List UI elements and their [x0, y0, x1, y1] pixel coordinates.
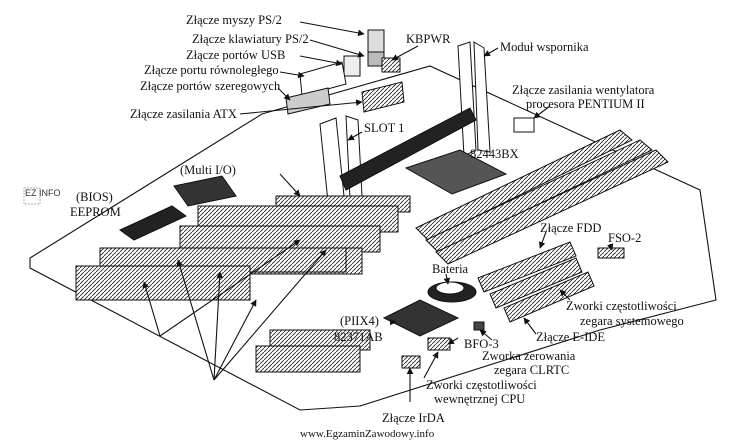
dimm-slots	[415, 129, 669, 265]
label-piix4-2: 82371AB	[334, 330, 383, 344]
label-usb: Złącze portów USB	[186, 48, 285, 62]
label-parallel: Złącze portu równoległego	[144, 63, 279, 77]
label-eide: Złącze E-IDE	[536, 330, 605, 344]
fdd-ide-connectors	[477, 241, 595, 323]
multi-io-chip	[173, 175, 237, 207]
label-bios-2: EEPROM	[70, 205, 121, 219]
slot1-bracket-module	[319, 41, 491, 203]
leader-lines	[142, 21, 614, 402]
bios-eeprom-chip	[119, 205, 187, 241]
label-chipset: 82443BX	[470, 147, 519, 161]
label-bios-1: (BIOS)	[76, 190, 113, 204]
chipset-82443bx	[404, 149, 508, 195]
label-clrtc-2: zegara CLRTC	[494, 363, 569, 377]
watermark-logo: EZ INFO	[23, 187, 61, 205]
fso2-jumper	[597, 247, 625, 259]
label-irda: Złącze IrDA	[382, 411, 445, 425]
expansion-slots	[75, 195, 411, 373]
label-bracket: Moduł wspornika	[500, 40, 589, 54]
footer-url: www.EgzaminZawodowy.info	[300, 428, 435, 440]
label-keyboard-ps2: Złącze klawiatury PS/2	[192, 32, 309, 46]
bfo3-jumper	[427, 337, 451, 351]
watermark-mark: EZ INFO	[25, 188, 61, 198]
label-cpu-clock-2: wewnętrznej CPU	[434, 392, 525, 406]
label-atx-power: Złącze zasilania ATX	[130, 107, 237, 121]
label-kbpwr: KBPWR	[406, 32, 451, 46]
irda-connector	[401, 355, 421, 369]
rear-io-connectors	[285, 29, 401, 115]
label-fso: FSO-2	[608, 231, 641, 245]
label-slot1: SLOT 1	[364, 121, 404, 135]
label-sys-clock-2: zegara systemowego	[580, 314, 684, 328]
label-fan-power-2: procesora PENTIUM II	[526, 97, 645, 111]
atx-power-connector	[361, 81, 405, 113]
piix4-chip	[382, 299, 460, 337]
label-multi-io: (Multi I/O)	[180, 163, 236, 177]
board-outline	[29, 65, 717, 411]
label-clrtc-1: Zworka zerowania	[482, 349, 576, 363]
label-piix4-1: (PIIX4)	[340, 314, 379, 328]
label-fdd: Złącze FDD	[540, 221, 601, 235]
fan-power-connector	[513, 117, 535, 133]
label-battery: Bateria	[432, 262, 469, 276]
label-mouse-ps2: Złącze myszy PS/2	[186, 13, 282, 27]
clrtc-jumper	[473, 321, 485, 331]
label-serial: Złącze portów szeregowych	[140, 79, 281, 93]
label-bfo: BFO-3	[464, 337, 499, 351]
label-fan-power-1: Złącze zasilania wentylatora	[512, 83, 655, 97]
label-cpu-clock-1: Zworki częstotliwości	[426, 378, 537, 392]
label-sys-clock-1: Zworki częstotliwości	[566, 299, 677, 313]
